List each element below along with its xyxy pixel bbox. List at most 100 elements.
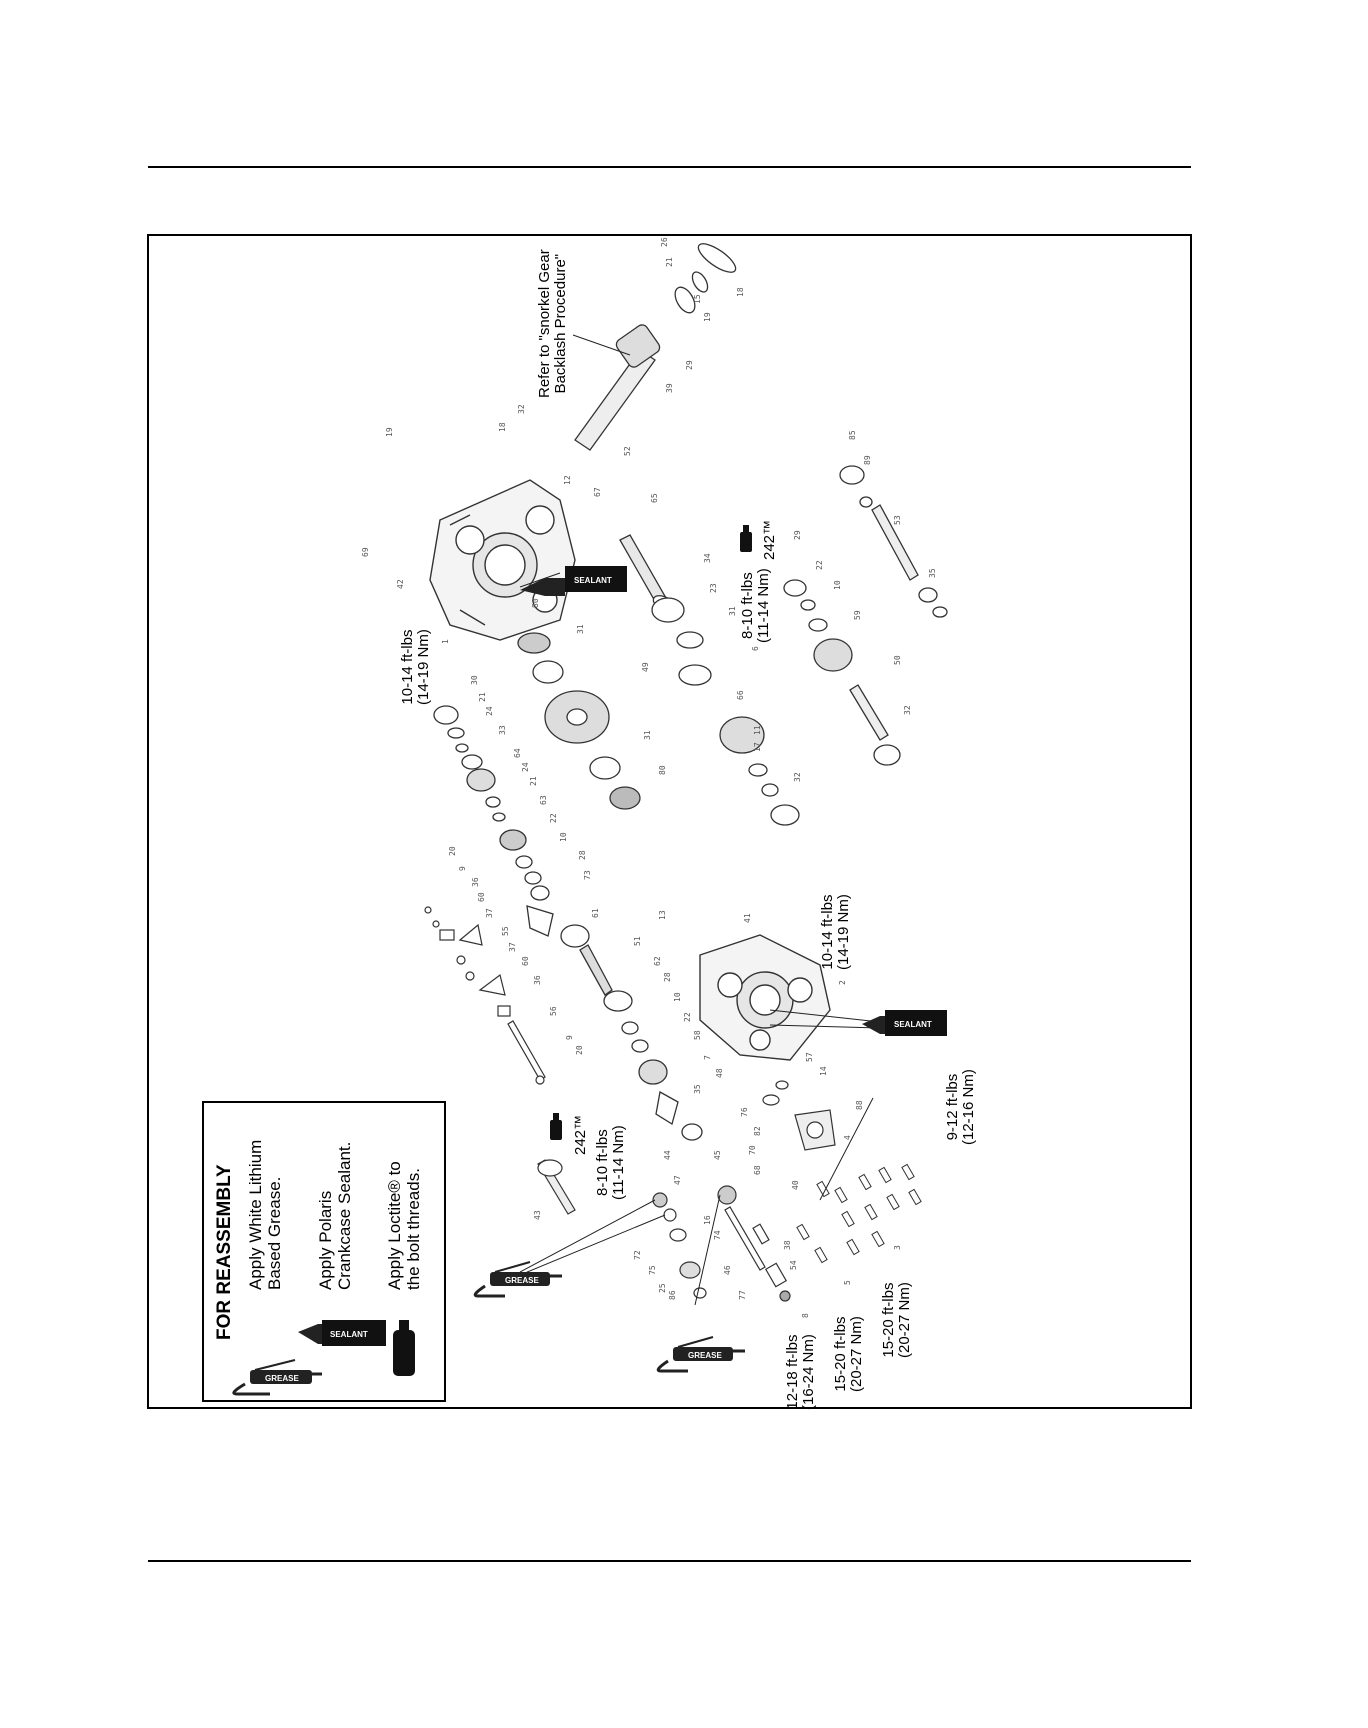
part-number-label: 20 — [448, 846, 457, 856]
part-number-label: 11 — [753, 725, 762, 735]
part-number-label: 40 — [791, 1180, 800, 1190]
part-number-label: 53 — [893, 515, 902, 525]
part-number-label: 88 — [855, 1100, 864, 1110]
figure-frame — [147, 234, 1192, 1409]
part-number-label: 9 — [458, 866, 467, 871]
part-number-label: 85 — [848, 430, 857, 440]
part-number-label: 45 — [713, 1150, 722, 1160]
svg-text:SEALANT: SEALANT — [894, 1020, 932, 1029]
part-number-label: 41 — [743, 913, 752, 923]
part-number-label: 70 — [748, 1145, 757, 1155]
torque-label-lower-case: 10-14 ft-lbs (14-19 Nm) — [819, 894, 852, 970]
torque-nm: (16-24 Nm) — [800, 1334, 817, 1410]
upper-case-housing — [429, 479, 576, 641]
torque-ftlbs: 10-14 ft-lbs — [819, 894, 836, 970]
part-number-label: 25 — [658, 1283, 667, 1293]
svg-text:GREASE: GREASE — [265, 1374, 299, 1383]
grease-gun-icon: GREASE — [656, 1336, 745, 1373]
leader-lines — [519, 334, 881, 1306]
part-number-label: 26 — [660, 237, 669, 247]
loctite-bottle-icon — [550, 1113, 562, 1140]
part-number-label: 29 — [685, 360, 694, 370]
part-number-label: 33 — [498, 725, 507, 735]
part-number-label: 9 — [565, 1035, 574, 1040]
part-number-label: 7 — [703, 1055, 712, 1060]
part-number-label: 50 — [893, 655, 902, 665]
part-number-label: 37 — [485, 908, 494, 918]
part-number-label: 21 — [665, 257, 674, 267]
legend-icons: GREASE SEALANT — [232, 1320, 415, 1396]
torque-label-lower-cover: 8-10 ft-lbs (11-14 Nm) — [594, 1125, 627, 1200]
part-number-label: 31 — [576, 624, 585, 634]
part-number-label: 18 — [498, 422, 507, 432]
part-number-label: 60 — [521, 956, 530, 966]
part-number-label: 59 — [853, 610, 862, 620]
part-number-label: 4 — [843, 1135, 852, 1140]
lower-case-housing — [699, 934, 831, 1061]
part-number-label: 5 — [843, 1280, 852, 1285]
part-number-label: 22 — [549, 813, 558, 823]
middle-rings — [433, 705, 703, 1141]
part-number-label: 89 — [863, 455, 872, 465]
part-number-label: 75 — [648, 1265, 657, 1275]
part-number-label: 43 — [533, 1210, 542, 1220]
torque-nm: (14-19 Nm) — [835, 894, 852, 970]
legend-item-text: Apply Loctite® to — [385, 1161, 404, 1290]
snorkel-shaft — [574, 243, 737, 451]
loctite-242-text: 242™ — [572, 1114, 589, 1155]
torque-label-upper-cover: 8-10 ft-lbs (11-14 Nm) — [739, 568, 772, 643]
torque-nm: (11-14 Nm) — [610, 1125, 627, 1200]
part-number-label: 74 — [713, 1230, 722, 1240]
part-number-label: 29 — [793, 530, 802, 540]
reassembly-legend — [202, 1101, 446, 1402]
torque-nm: (20-27 Nm) — [848, 1316, 865, 1392]
part-number-label: 32 — [903, 705, 912, 715]
legend-item-text: Crankcase Sealant. — [335, 1141, 354, 1290]
loctite-242-label-upper: 242™ — [761, 519, 778, 560]
torque-ftlbs: 8-10 ft-lbs — [739, 572, 756, 639]
part-number-label: 73 — [583, 870, 592, 880]
part-number-label: 39 — [665, 383, 674, 393]
torque-nm: (12-16 Nm) — [960, 1069, 977, 1145]
torque-ftlbs: 15-20 ft-lbs — [880, 1282, 897, 1358]
torque-nm: (20-27 Nm) — [896, 1282, 913, 1358]
part-number-label: 68 — [753, 1165, 762, 1175]
part-number-label: 80 — [658, 765, 667, 775]
top-rule — [148, 166, 1191, 168]
part-number-label: 60 — [477, 892, 486, 902]
part-number-label: 12 — [563, 475, 572, 485]
part-number-label: 22 — [815, 560, 824, 570]
part-number-label: 18 — [736, 287, 745, 297]
loctite-bottle-icon — [393, 1320, 415, 1376]
part-number-label: 34 — [703, 553, 712, 563]
sealant-tube-icon: SEALANT — [862, 1010, 947, 1036]
torque-ftlbs: 12-18 ft-lbs — [784, 1334, 801, 1410]
torque-nm: (14-19 Nm) — [415, 629, 432, 705]
part-number-label: 82 — [753, 1126, 762, 1136]
snorkel-note-line2: Backlash Procedure" — [552, 253, 569, 394]
bottom-rule — [148, 1560, 1191, 1562]
torque-ftlbs: 9-12 ft-lbs — [944, 1073, 961, 1141]
part-number-label: 55 — [501, 926, 510, 936]
part-number-label: 72 — [633, 1250, 642, 1260]
legend-item-text: Apply Polaris — [316, 1190, 335, 1290]
torque-label-pump-bolts: 9-12 ft-lbs (12-16 Nm) — [944, 1069, 977, 1145]
loctite-242-text: 242™ — [761, 519, 778, 560]
torque-label-drain-plug: 12-18 ft-lbs (16-24 Nm) — [784, 1334, 817, 1410]
part-number-label: 64 — [513, 748, 522, 758]
sealant-tube-icon: SEALANT — [520, 566, 627, 596]
shift-fork-assembly — [424, 906, 546, 1085]
part-number-label: 24 — [521, 762, 530, 772]
part-number-label: 3 — [893, 1245, 902, 1250]
snorkel-backlash-note: Refer to "snorkel Gear Backlash Procedur… — [536, 249, 569, 398]
part-number-label: 28 — [578, 850, 587, 860]
part-number-label: 14 — [819, 1066, 828, 1076]
part-number-label: 65 — [650, 493, 659, 503]
torque-ftlbs: 10-14 ft-lbs — [399, 629, 416, 705]
part-number-label: 56 — [549, 1006, 558, 1016]
part-number-label: 62 — [653, 956, 662, 966]
part-number-label: 1 — [441, 639, 450, 644]
part-number-label: 10 — [559, 832, 568, 842]
part-number-label: 6 — [751, 646, 760, 651]
